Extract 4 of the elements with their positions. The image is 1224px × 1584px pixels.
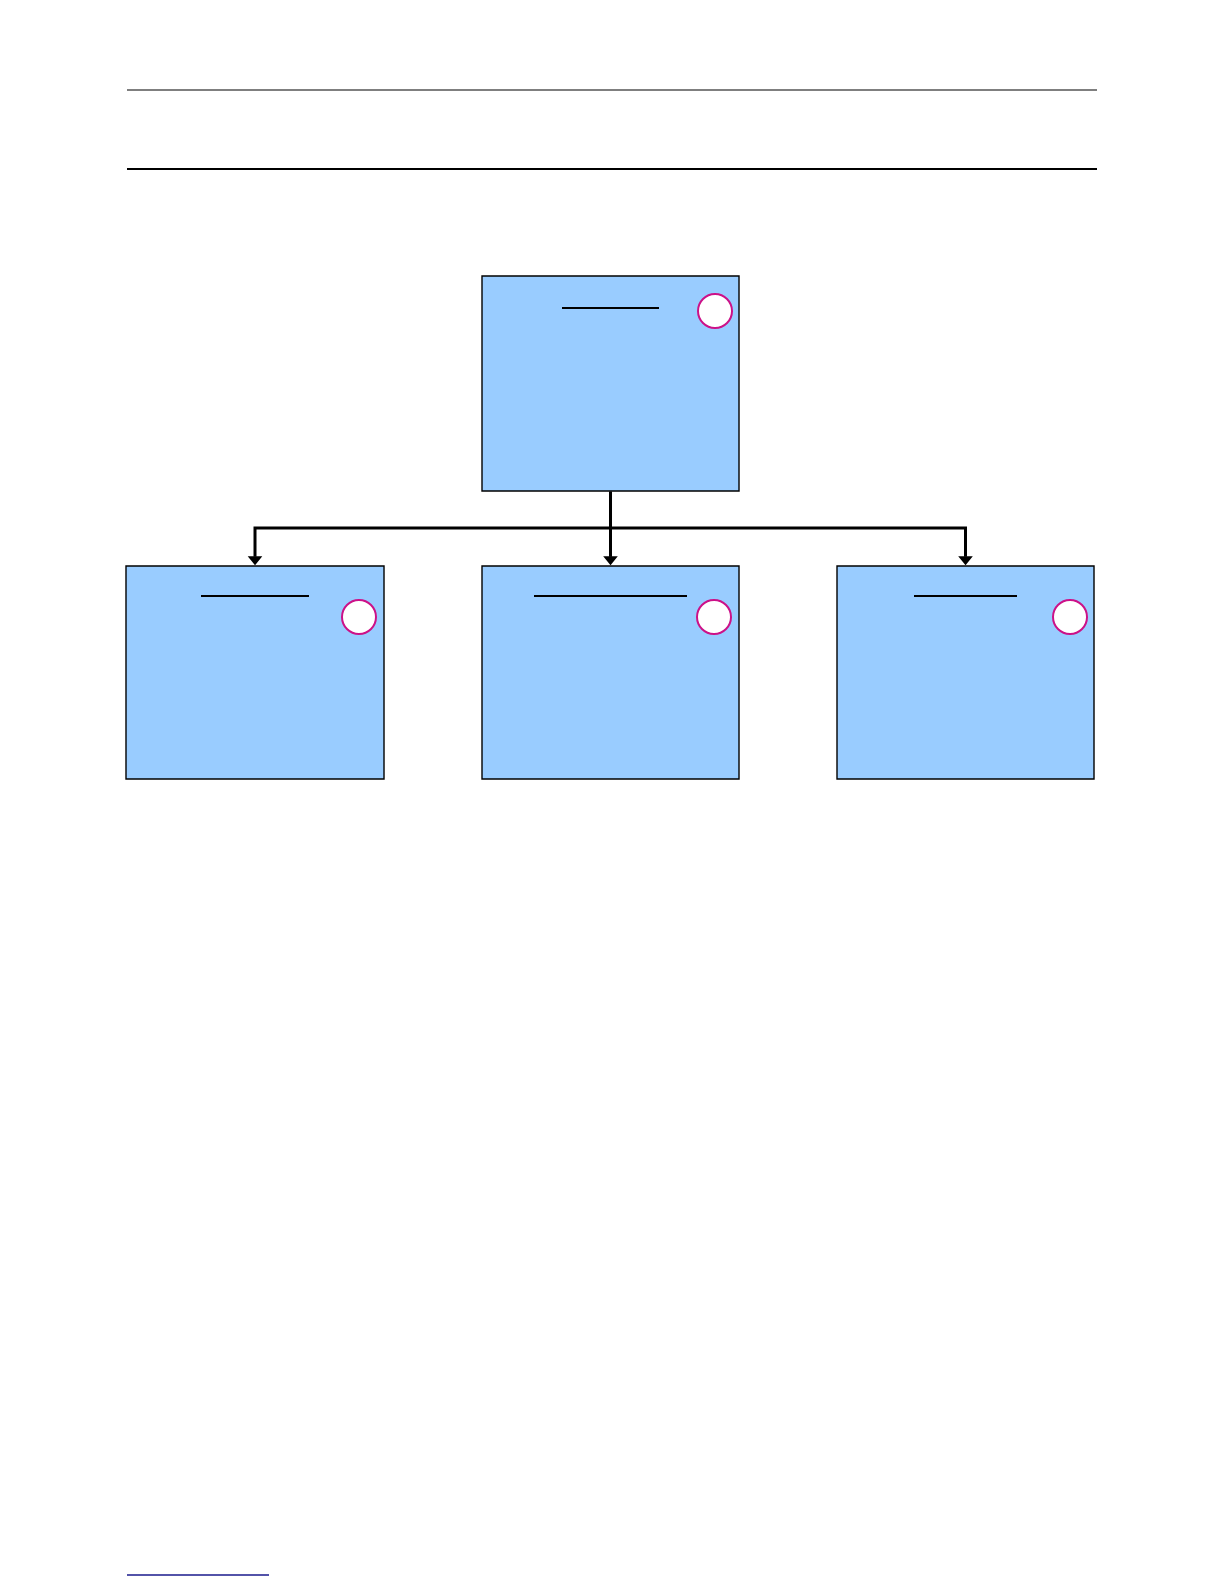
org-box (481, 565, 740, 780)
org-box (836, 565, 1095, 780)
org-box (125, 565, 385, 780)
org-box (481, 275, 740, 492)
